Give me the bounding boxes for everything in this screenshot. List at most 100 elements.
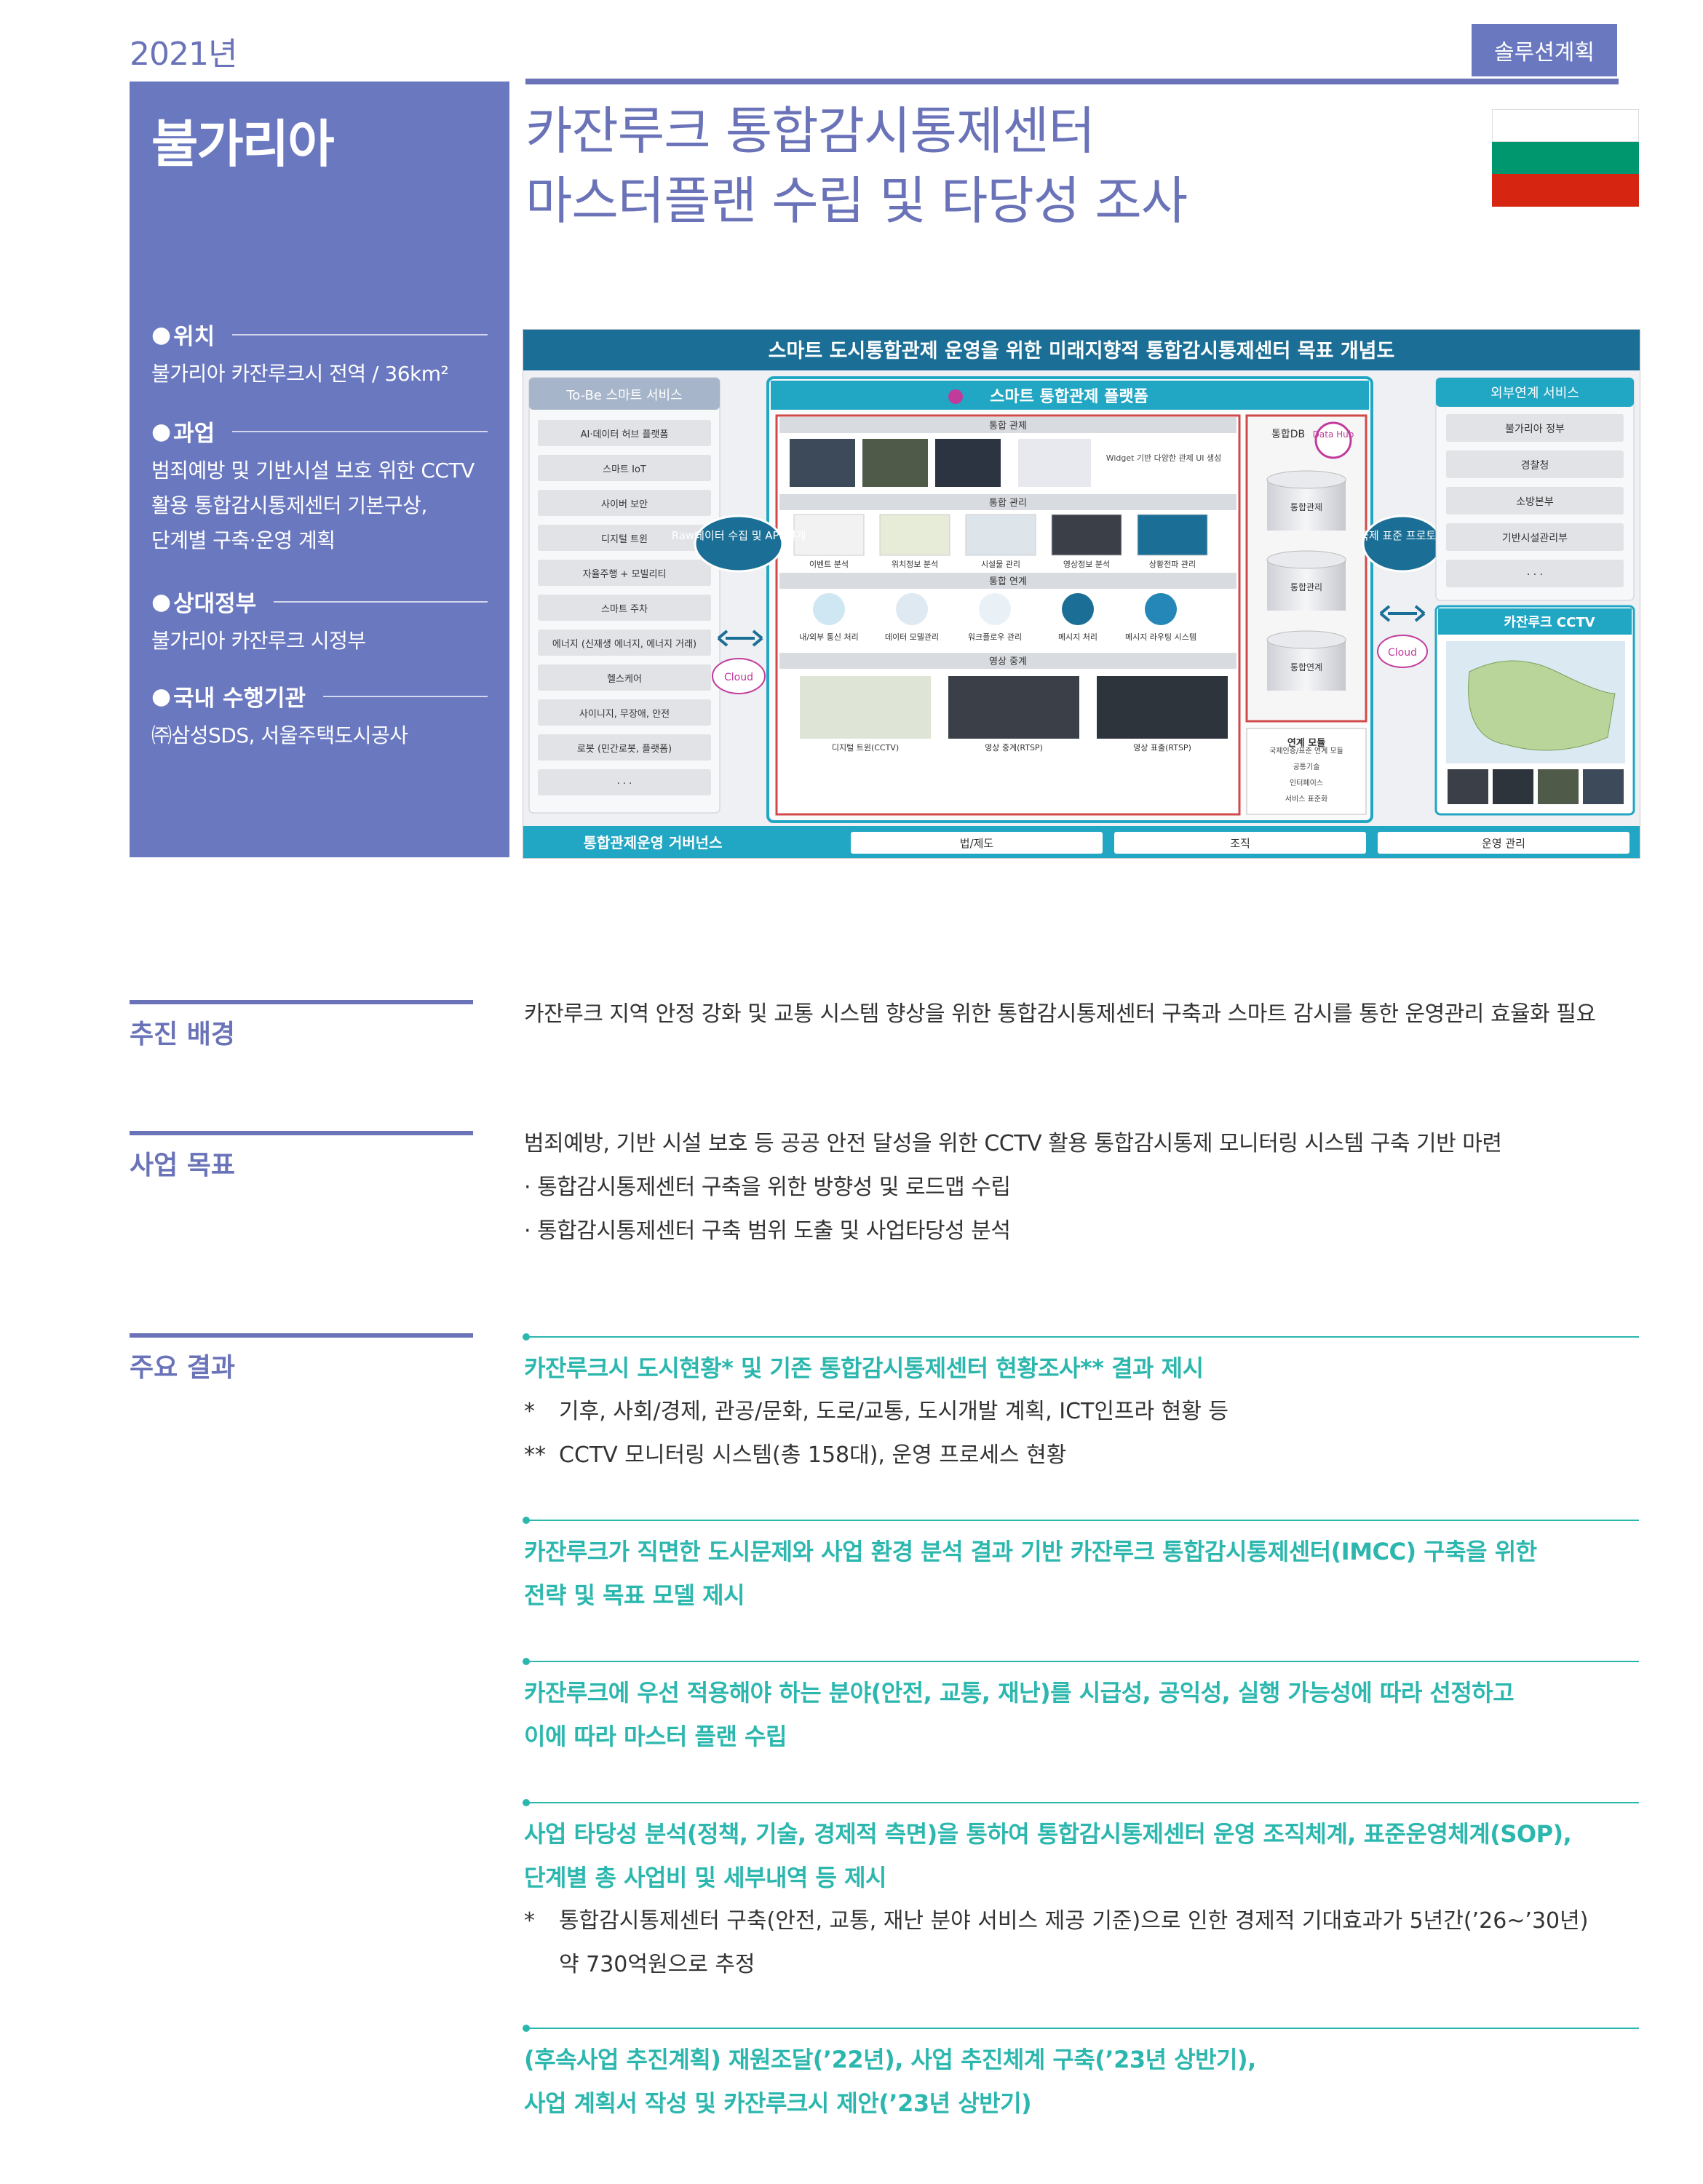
tobe-item-label: 사이버 보안 bbox=[601, 499, 648, 510]
link-icon bbox=[1145, 593, 1177, 625]
data-hub-label: Data Hub bbox=[1313, 429, 1354, 440]
result-divider bbox=[524, 1520, 1639, 1521]
mgmt-thumb bbox=[965, 514, 1036, 556]
control-screen bbox=[935, 439, 1001, 487]
result-3: 카잔루크에 우선 적용해야 하는 분야(안전, 교통, 재난)를 시급성, 공익… bbox=[524, 1679, 1515, 1750]
result-divider bbox=[524, 1336, 1639, 1338]
mgmt-label: 위치정보 분석 bbox=[892, 560, 938, 569]
mgmt-thumb bbox=[879, 514, 950, 556]
protocol-label: 국제 표준 프로토콜 bbox=[1359, 529, 1446, 542]
cctv-snapshot bbox=[1448, 769, 1488, 804]
concept-diagram-svg: 스마트 도시통합관제 운영을 위한 미래지향적 통합감시통제센터 목표 개념도 … bbox=[523, 330, 1640, 858]
tobe-item-label: 스마트 주차 bbox=[601, 604, 648, 615]
widget-text: Widget 기반 다양한 관제 UI 생성 bbox=[1106, 453, 1222, 463]
cloud-left: Cloud bbox=[724, 672, 753, 683]
result-5: (후속사업 추진계획) 재원조달(’22년), 사업 추진체계 구축(’23년 … bbox=[524, 2046, 1256, 2117]
tobe-item-label: AI·데이터 허브 플랫폼 bbox=[581, 429, 669, 440]
ext-title: 외부연계 서비스 bbox=[1490, 386, 1579, 401]
gov-item-label: 법/제도 bbox=[960, 837, 994, 850]
tobe-item bbox=[538, 630, 711, 656]
result-1-note-2: **CCTV 모니터링 시스템(총 158대), 운영 프로세스 현황 bbox=[524, 1442, 1067, 1468]
task-line: 범죄예방 및 기반시설 보호 위한 CCTV bbox=[151, 458, 475, 483]
location-value: 불가리아 카잔루크시 전역 / 36km² bbox=[151, 362, 449, 386]
goal-line: 범죄예방, 기반 시설 보호 등 공공 안전 달성을 위한 CCTV 활용 통합… bbox=[524, 1131, 1502, 1156]
tobe-item bbox=[538, 420, 711, 446]
gov-title: 통합관제운영 거버넌스 bbox=[584, 834, 723, 851]
location-label: 위치 bbox=[173, 324, 215, 350]
ext-item-label: · · · bbox=[1527, 569, 1543, 581]
tobe-item bbox=[538, 490, 711, 516]
link-module-item: 인터페이스 bbox=[1290, 779, 1323, 787]
info-partner: ● 상대정부 불가리아 카잔루크 시정부 bbox=[151, 585, 488, 659]
result-dot bbox=[523, 1333, 530, 1341]
result-dot bbox=[523, 1517, 530, 1524]
tobe-item-label: 헬스케어 bbox=[607, 674, 642, 685]
link-label: 내/외부 통신 처리 bbox=[799, 632, 859, 642]
video-label: 영상 표출(RTSP) bbox=[1133, 743, 1191, 753]
title-line: 카잔루크 통합감시통제센터 bbox=[525, 101, 1095, 161]
tobe-item-label: 에너지 (신재생 에너지, 에너지 거래) bbox=[552, 639, 696, 650]
flag-stripe-white bbox=[1492, 109, 1639, 142]
video-thumb bbox=[800, 676, 931, 739]
gov-item bbox=[1378, 832, 1629, 854]
link-label: 메시지 처리 bbox=[1058, 632, 1097, 642]
flag-stripe-red bbox=[1492, 174, 1639, 207]
result-divider bbox=[524, 1661, 1639, 1662]
goal-line: · 통합감시통제센터 구축 범위 도출 및 사업타당성 분석 bbox=[524, 1218, 1011, 1244]
tobe-item-label: 로봇 (민간로봇, 플랫폼) bbox=[577, 744, 672, 755]
agency-value: ㈜삼성SDS, 서울주택도시공사 bbox=[151, 723, 408, 747]
goal-rule bbox=[130, 1131, 473, 1135]
link-icon bbox=[813, 593, 845, 625]
module-band bbox=[779, 573, 1236, 589]
mgmt-label: 시설물 관리 bbox=[981, 560, 1020, 569]
module-band bbox=[779, 417, 1236, 433]
tobe-item bbox=[538, 769, 711, 795]
module-title: 영상 중계 bbox=[989, 656, 1027, 667]
category-badge: 솔루션계획 bbox=[1472, 24, 1617, 76]
db-label: 통합관제 bbox=[1290, 502, 1322, 512]
link-module-item: 공통기술 bbox=[1293, 763, 1320, 771]
link-label: 데이터 모델관리 bbox=[885, 632, 939, 642]
result-divider bbox=[524, 1802, 1639, 1803]
tobe-item bbox=[538, 525, 711, 551]
control-screen bbox=[790, 439, 855, 487]
link-label: 메시지 라우팅 시스템 bbox=[1125, 632, 1196, 642]
mgmt-label: 영상정보 분석 bbox=[1063, 560, 1110, 569]
cloud-right: Cloud bbox=[1388, 647, 1417, 659]
gov-item bbox=[1114, 832, 1366, 854]
gov-item-label: 조직 bbox=[1230, 837, 1250, 850]
module-title: 통합 관리 bbox=[989, 498, 1027, 509]
ext-item-label: 소방본부 bbox=[1516, 496, 1554, 508]
results-rule bbox=[130, 1333, 473, 1338]
title-rule bbox=[525, 79, 1619, 84]
module-band bbox=[779, 494, 1236, 510]
mgmt-thumb bbox=[1137, 514, 1208, 556]
db-title: 통합DB bbox=[1271, 429, 1305, 440]
tobe-item bbox=[538, 455, 711, 481]
video-thumb bbox=[948, 676, 1079, 739]
task-line: 활용 통합감시통제센터 기본구상, bbox=[151, 493, 427, 517]
result-4: 사업 타당성 분석(정책, 기술, 경제적 측면)을 통하여 통합감시통제센터 … bbox=[524, 1820, 1572, 1891]
video-thumb bbox=[1097, 676, 1228, 739]
ext-item bbox=[1446, 450, 1624, 478]
db-cylinder-top bbox=[1266, 550, 1346, 569]
info-agency: ● 국내 수행기관 ㈜삼성SDS, 서울주택도시공사 bbox=[151, 680, 488, 753]
gov-item bbox=[851, 832, 1103, 854]
gov-item-label: 운영 관리 bbox=[1482, 837, 1525, 850]
cctv-map bbox=[1468, 660, 1616, 751]
results-label: 주요 결과 bbox=[130, 1353, 236, 1383]
video-label: 영상 중계(RTSP) bbox=[985, 743, 1043, 753]
link-icon bbox=[1062, 593, 1094, 625]
db-label: 통합관리 bbox=[1290, 582, 1322, 592]
link-label: 워크플로우 관리 bbox=[968, 632, 1022, 642]
goal-line: · 통합감시통제센터 구축을 위한 방향성 및 로드맵 수립 bbox=[524, 1175, 1011, 1200]
concept-diagram: 스마트 도시통합관제 운영을 위한 미래지향적 통합감시통제센터 목표 개념도 … bbox=[523, 329, 1640, 859]
control-screen bbox=[1018, 439, 1091, 487]
module-title: 통합 관제 bbox=[989, 421, 1027, 432]
ext-item bbox=[1446, 523, 1624, 551]
goal-label: 사업 목표 bbox=[130, 1151, 236, 1180]
link-module-item: 국제인증/표준 연계 모듈 bbox=[1269, 747, 1343, 755]
ext-item-label: 기반시설관리부 bbox=[1502, 533, 1568, 544]
ext-item bbox=[1446, 560, 1624, 587]
result-4-note: *통합감시통제센터 구축(안전, 교통, 재난 분야 서비스 제공 기준)으로 … bbox=[524, 1908, 1589, 1977]
